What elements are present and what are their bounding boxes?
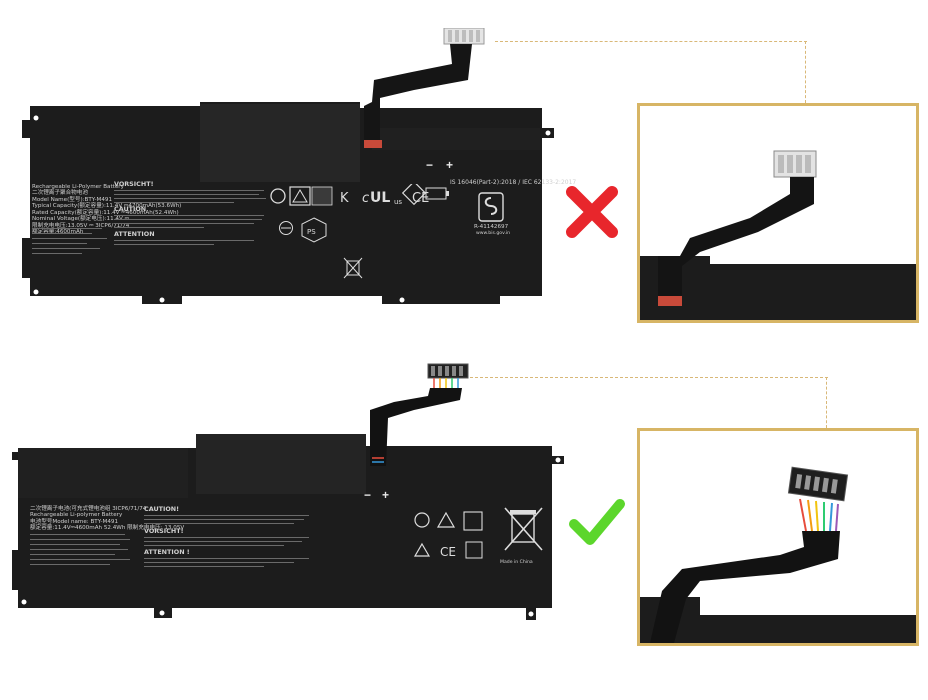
bottom-minus-terminal-label: − [364, 488, 372, 502]
top-battery-body [22, 102, 554, 304]
wrong-mark-icon [566, 186, 618, 238]
bottom-battery-body [12, 434, 564, 620]
bottom-attention-heading: ATTENTION ! [144, 548, 190, 556]
recycle-icon [402, 184, 427, 206]
svg-text:K: K [340, 191, 349, 206]
bottom-vorsicht-heading: VORSICHT! [144, 527, 184, 535]
bottom-origin-text: Made in China [500, 560, 533, 565]
bottom-weee-bin-icon [504, 507, 543, 551]
svg-text:us: us [394, 198, 402, 206]
bottom-leader-line-vertical [826, 377, 827, 428]
top-bis-url: www.bis.gov.in [476, 231, 511, 236]
right-mark-icon [569, 499, 625, 545]
bottom-cable [370, 363, 469, 466]
top-battery-spec-block: Rechargeable Li-Polymer Battery 二次锂离子聚合物… [32, 184, 182, 235]
top-connector-zoom-panel [637, 103, 919, 323]
top-bis-number: R-41142697 [474, 224, 509, 230]
top-cable [364, 28, 485, 148]
bottom-connector-zoom-panel [637, 428, 919, 646]
top-standard-text: IS 16046(Part-2):2018 / IEC 62133-2:2017 [450, 179, 577, 186]
top-caution-heading: CAUTION [114, 205, 147, 213]
bis-logo-icon [478, 192, 504, 222]
bottom-caution-heading: CAUTION! [144, 505, 180, 513]
top-weee-bin-icon [343, 257, 363, 279]
bottom-certification-icons: CE [413, 511, 483, 559]
bottom-zoom-illustration [640, 466, 916, 643]
top-ps-e-icons: PS [279, 217, 327, 243]
bottom-plus-terminal-label: + [382, 488, 390, 502]
svg-text:c: c [362, 191, 369, 206]
bottom-battery-spec-block: 二次锂离子电池(可充式锂电池组 3ICP6/71/74 Rechargeable… [30, 506, 185, 532]
bottom-battery: − + 二次锂离子电池(可充式锂电池组 3ICP6/71/74 Recharge… [12, 363, 568, 628]
battery-symbol-icon [425, 187, 449, 200]
svg-text:UL: UL [370, 190, 390, 206]
top-leader-line-horizontal [495, 41, 807, 42]
top-minus-terminal-label: − [426, 158, 434, 172]
top-zoom-illustration [640, 150, 916, 320]
top-warning-heading: VORSICHT! [114, 180, 154, 188]
svg-text:PS: PS [307, 228, 316, 236]
svg-text:CE: CE [440, 545, 456, 559]
bottom-leader-line-horizontal [470, 377, 828, 378]
top-attention-heading: ATTENTION [114, 230, 155, 238]
top-battery: − + Rechargeable Li-Polymer Battery 二次锂离… [22, 28, 576, 310]
top-plus-terminal-label: + [446, 158, 454, 172]
top-leader-line-vertical [805, 41, 806, 103]
